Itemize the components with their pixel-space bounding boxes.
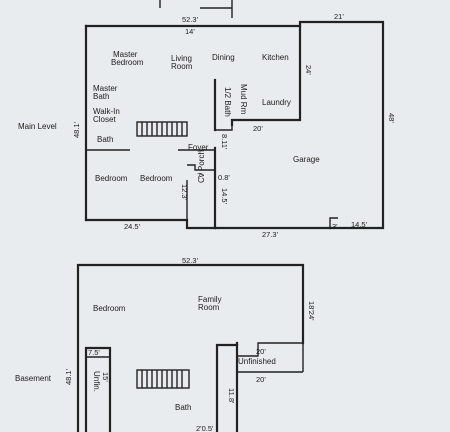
main-porch-dim-145: 14.5' bbox=[220, 188, 229, 205]
room-walkin-1: Walk-In bbox=[93, 107, 120, 116]
room-living-1: Living bbox=[171, 54, 192, 63]
basement-room-unfinished: Unfinished bbox=[238, 357, 276, 366]
room-bath: Bath bbox=[97, 135, 113, 144]
room-master-bedroom-1: Master bbox=[113, 50, 138, 59]
main-bottom-dim-273: 27.3' bbox=[262, 230, 279, 239]
basement-bottom-fragment: 2'0.5' bbox=[196, 424, 214, 432]
main-bottom-dim-245: 24.5' bbox=[124, 222, 141, 231]
basement-room-family-1: Family bbox=[198, 295, 222, 304]
main-level-label: Main Level bbox=[18, 122, 57, 131]
room-mud-room: Mud Rm bbox=[239, 84, 248, 115]
basement-room-bedroom: Bedroom bbox=[93, 304, 126, 313]
basement-closet-dim-75: 7.5' bbox=[88, 348, 100, 357]
main-bottom-dim-145: 14.5' bbox=[351, 220, 368, 229]
main-level-walls bbox=[84, 20, 385, 230]
main-porch-dim-123: 12.3' bbox=[180, 184, 189, 201]
basement-room-unfin: Unfin. bbox=[92, 371, 101, 392]
main-right-dim: 48' bbox=[387, 113, 396, 123]
basement-room-family-2: Room bbox=[198, 303, 220, 312]
basement-closet-dim-15: 15' bbox=[101, 372, 110, 382]
main-porch-dim-7: 7' bbox=[197, 171, 203, 180]
room-walkin-2: Closet bbox=[93, 115, 116, 124]
room-bedroom-b: Bedroom bbox=[140, 174, 173, 183]
basement-walls bbox=[76, 263, 305, 432]
main-stairs bbox=[136, 121, 188, 137]
main-laundry-dim: 20' bbox=[253, 124, 263, 133]
basement-right-dim: 18'24' bbox=[307, 301, 316, 321]
main-porch-dim-08: 0.8' bbox=[218, 173, 230, 182]
main-top-dim-14: 14' bbox=[185, 27, 195, 36]
basement-bath-dim: 11.8' bbox=[227, 388, 236, 404]
basement-left-dim: 48.1' bbox=[64, 368, 73, 385]
room-laundry: Laundry bbox=[262, 98, 291, 107]
room-garage: Garage bbox=[293, 155, 320, 164]
basement-unfinished-dim-top: 20' bbox=[256, 347, 266, 356]
basement-unfinished-dim-bottom: 20' bbox=[256, 375, 266, 384]
main-top-dim-total: 52.3' bbox=[182, 15, 199, 24]
room-master-bath-1: Master bbox=[93, 84, 118, 93]
main-top-dim-21: 21' bbox=[334, 12, 344, 21]
main-hall-dim: 8.11' bbox=[220, 134, 229, 150]
basement-stairs bbox=[136, 369, 190, 389]
main-kitchen-dim: 24' bbox=[304, 65, 313, 75]
main-left-dim: 48.1' bbox=[72, 121, 81, 138]
room-living-2: Room bbox=[171, 62, 193, 71]
room-master-bath-2: Bath bbox=[93, 92, 109, 101]
room-bedroom-a: Bedroom bbox=[95, 174, 128, 183]
room-dining: Dining bbox=[212, 53, 235, 62]
room-half-bath: 1/2 Bath bbox=[223, 87, 232, 117]
basement-top-dim: 52.3' bbox=[182, 256, 199, 265]
patio-fragment bbox=[159, 0, 233, 18]
room-covered-porch: Cv Porch bbox=[197, 150, 206, 183]
room-master-bedroom-2: Bedroom bbox=[111, 58, 144, 67]
room-foyer: Foyer bbox=[188, 143, 209, 152]
main-notch-dim-3: 3' bbox=[332, 222, 338, 231]
basement-level-label: Basement bbox=[15, 374, 52, 383]
room-kitchen: Kitchen bbox=[262, 53, 289, 62]
basement-room-bath: Bath bbox=[175, 403, 191, 412]
